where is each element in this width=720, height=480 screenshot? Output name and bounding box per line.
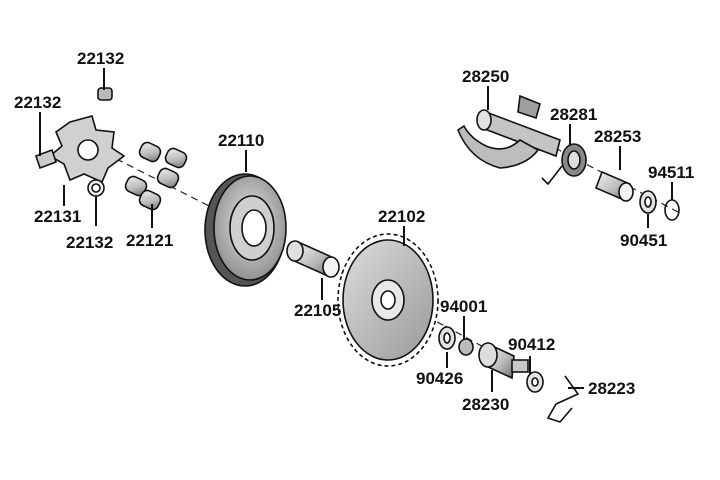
washer-90451 xyxy=(639,190,657,214)
ramp-plate-22131 xyxy=(48,115,126,184)
label-28281: 28281 xyxy=(550,105,597,124)
label-90426: 90426 xyxy=(416,369,463,388)
label-22131: 22131 xyxy=(34,207,81,226)
label-22132-bottom: 22132 xyxy=(66,233,113,252)
label-90451: 90451 xyxy=(620,231,667,250)
pulley-sleeve-22105 xyxy=(286,240,340,278)
label-22132-left: 22132 xyxy=(14,93,61,112)
washer-90426 xyxy=(438,326,456,350)
kick-shaft-28250 xyxy=(457,94,561,169)
label-28230: 28230 xyxy=(462,395,509,414)
label-22132-top: 22132 xyxy=(77,49,124,68)
label-28253: 28253 xyxy=(594,127,641,146)
bush-28253 xyxy=(594,170,634,202)
label-22110: 22110 xyxy=(218,131,264,150)
slide-piece-22132-bottom xyxy=(87,179,105,197)
washer-90412 xyxy=(526,371,544,393)
leader-lines xyxy=(39,68,673,392)
circlip-94511 xyxy=(664,199,680,221)
label-94001: 94001 xyxy=(440,297,487,316)
kick-spring-28281 xyxy=(541,143,587,186)
spring-clip-28223 xyxy=(546,375,580,423)
label-28250: 28250 xyxy=(462,67,509,86)
label-22102: 22102 xyxy=(378,207,425,226)
label-22105: 22105 xyxy=(294,301,341,320)
label-90412: 90412 xyxy=(508,335,555,354)
bush-94001 xyxy=(458,338,474,356)
weight-rollers-22121 xyxy=(124,141,188,211)
part-number-labels: 22132 22132 22131 22132 22121 22110 2210… xyxy=(14,49,694,414)
starter-pinion-28230 xyxy=(478,342,529,380)
variator-pulley-22110 xyxy=(204,173,287,287)
starter-gear-22102 xyxy=(337,233,439,367)
label-28223: 28223 xyxy=(588,379,635,398)
label-94511: 94511 xyxy=(648,163,694,182)
label-22121: 22121 xyxy=(126,231,173,250)
